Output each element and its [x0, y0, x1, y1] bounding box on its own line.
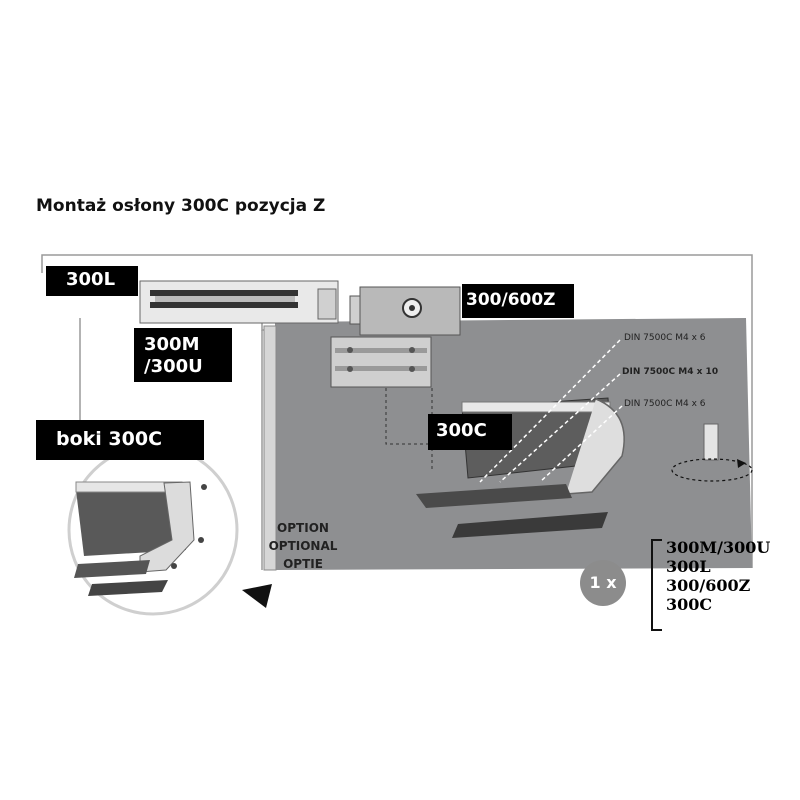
quantity-badge: 1 x — [580, 560, 626, 606]
magnet-300-600z — [349, 286, 461, 336]
detail-magnifier — [67, 444, 239, 616]
model-item: 300L — [666, 557, 711, 576]
model-item: 300/600Z — [666, 576, 751, 595]
models-bracket — [651, 539, 662, 631]
label-300m-line2: /300U — [144, 356, 203, 377]
label-300c: 300C — [428, 414, 512, 450]
cover-300c — [416, 397, 625, 538]
bracket-dash-guides — [385, 388, 433, 470]
compatible-models-list: 300M/300U 300L 300/600Z 300C — [666, 538, 770, 614]
model-item: 300M/300U — [666, 538, 771, 557]
magnet-300l — [139, 280, 339, 324]
label-boki-300c: boki 300C — [36, 420, 204, 460]
screw-lines — [479, 339, 623, 483]
option-en: OPTION — [277, 521, 329, 535]
screw-label-2: DIN 7500C M4 x 10 — [622, 367, 719, 377]
door-hinge — [671, 423, 753, 482]
option-note: OPTION OPTIONAL OPTIE — [258, 519, 348, 573]
door-edge — [263, 325, 277, 571]
mounting-bracket — [330, 336, 432, 388]
label-300-600z: 300/600Z — [462, 284, 574, 318]
model-item: 300C — [666, 595, 713, 614]
label-300l: 300L — [46, 266, 138, 296]
pointer-arrow — [242, 584, 272, 608]
option-en2: OPTIONAL — [268, 539, 338, 553]
option-nl: OPTIE — [283, 557, 323, 571]
screw-label-3: DIN 7500C M4 x 6 — [624, 399, 706, 409]
label-300m-line1: 300M — [144, 334, 200, 355]
label-300m-300u: 300M /300U — [134, 328, 232, 382]
screw-label-1: DIN 7500C M4 x 6 — [624, 333, 706, 343]
page-title: Montaż osłony 300C pozycja Z — [36, 196, 326, 216]
